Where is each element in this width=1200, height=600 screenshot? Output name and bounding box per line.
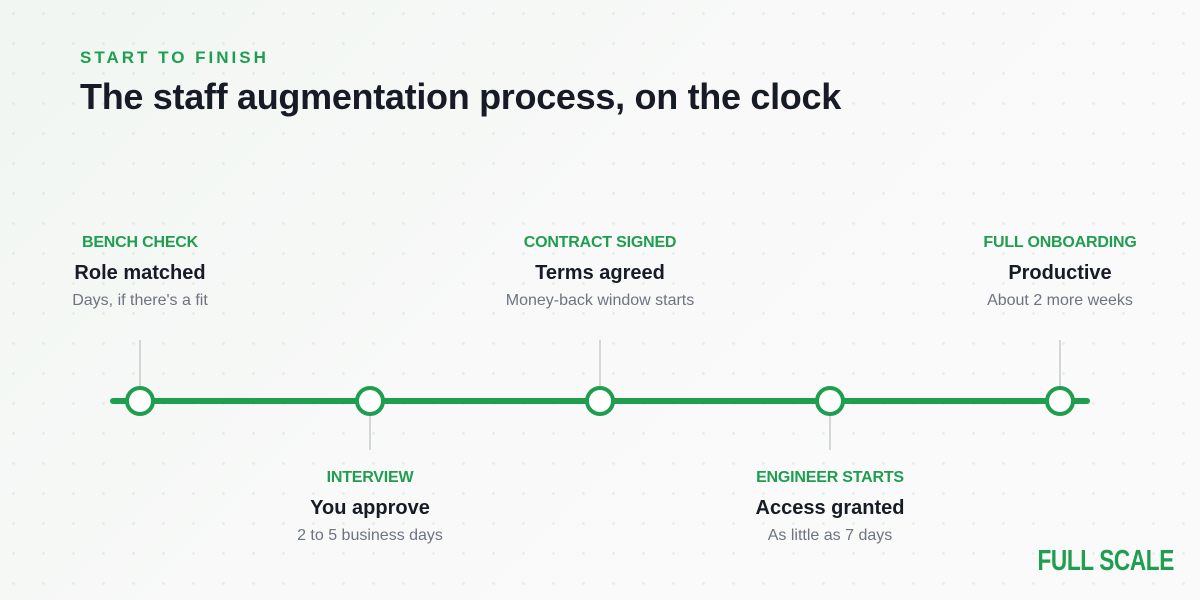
connector-3 xyxy=(829,414,831,450)
eyebrow-label: START TO FINISH xyxy=(80,48,269,67)
connector-2 xyxy=(599,340,601,386)
timeline-node-0 xyxy=(125,386,155,416)
milestone-tag: FULL ONBOARDING xyxy=(983,234,1137,251)
timeline-node-4 xyxy=(1045,386,1075,416)
milestone-tag: BENCH CHECK xyxy=(81,234,199,251)
milestone-title: Access granted xyxy=(755,497,905,519)
connector-0 xyxy=(139,340,141,386)
connector-1 xyxy=(369,414,371,450)
milestone-detail: As little as 7 days xyxy=(767,527,893,544)
milestone-title: Productive xyxy=(1008,262,1112,284)
milestone-detail: Days, if there's a fit xyxy=(72,292,208,309)
brand-logo: FULL SCALE xyxy=(1037,545,1175,577)
milestone-detail: 2 to 5 business days xyxy=(297,527,443,544)
milestone-title: Role matched xyxy=(74,262,206,284)
milestone-detail: About 2 more weeks xyxy=(987,292,1133,309)
page-title: The staff augmentation process, on the c… xyxy=(80,76,841,117)
milestone-tag: CONTRACT SIGNED xyxy=(523,234,677,251)
connector-4 xyxy=(1059,340,1061,386)
timeline-node-2 xyxy=(585,386,615,416)
milestone-tag: INTERVIEW xyxy=(326,469,414,486)
milestone-full-onboarding: FULL ONBOARDING Productive About 2 more … xyxy=(920,233,1200,311)
milestone-contract-signed: CONTRACT SIGNED Terms agreed Money-back … xyxy=(460,233,740,311)
timeline-node-3 xyxy=(815,386,845,416)
timeline-node-1 xyxy=(355,386,385,416)
milestone-title: You approve xyxy=(310,497,430,519)
milestone-engineer-starts: ENGINEER STARTS Access granted As little… xyxy=(690,468,970,546)
milestone-tag: ENGINEER STARTS xyxy=(756,469,904,486)
milestone-detail: Money-back window starts xyxy=(505,292,695,309)
milestone-interview: INTERVIEW You approve 2 to 5 business da… xyxy=(230,468,510,546)
milestone-title: Terms agreed xyxy=(535,262,665,284)
milestone-bench-check: BENCH CHECK Role matched Days, if there'… xyxy=(0,233,280,311)
